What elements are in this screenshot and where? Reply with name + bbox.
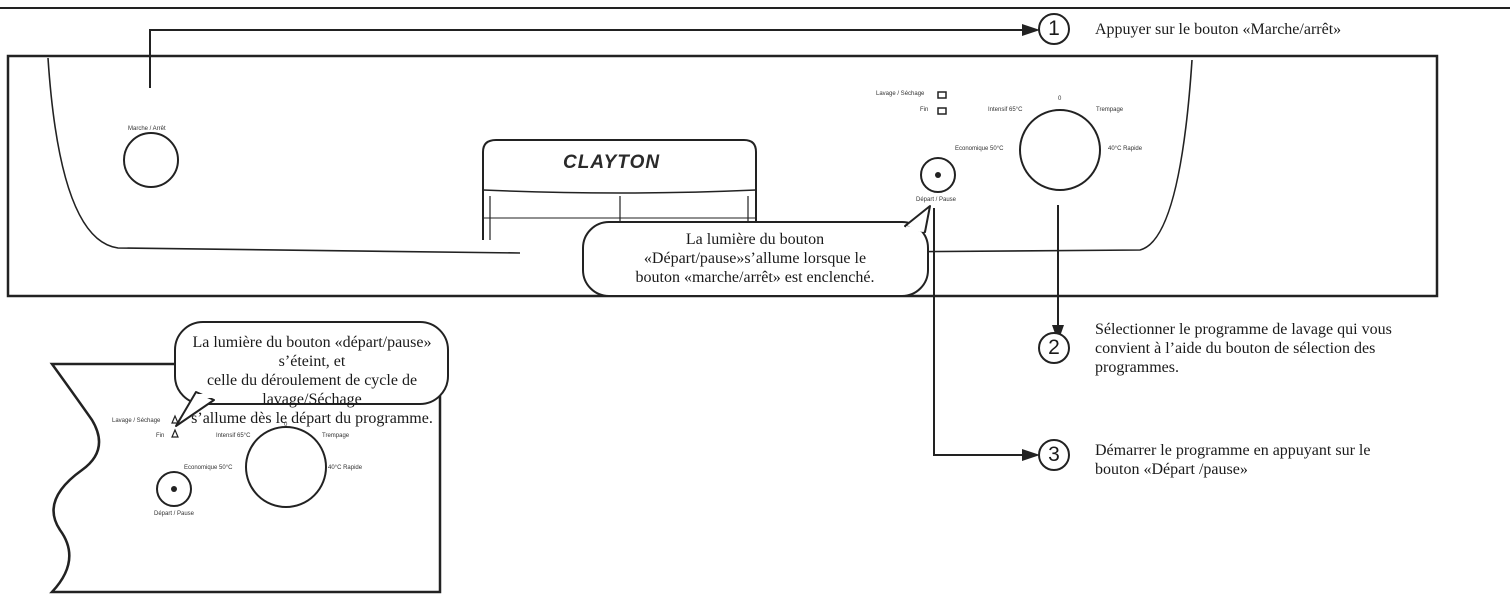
indicator-wash-label: Lavage / Séchage bbox=[876, 91, 925, 97]
program-label-eco: Economique 50°C bbox=[955, 146, 1004, 152]
main-callout-bubble bbox=[582, 221, 929, 297]
program-label-soak: Trempage bbox=[1096, 107, 1124, 113]
program-label-zero: 0 bbox=[1058, 96, 1062, 102]
handle-outline bbox=[482, 139, 757, 240]
inset-callout-text: La lumière du bouton «départ/pause» s’ét… bbox=[191, 334, 433, 427]
inset-indicator-end-label: Fin bbox=[156, 433, 165, 439]
inset-start-pause-drawing bbox=[156, 471, 192, 507]
inset-callout-bubble bbox=[174, 321, 449, 405]
program-label-intensive: Intensif 65°C bbox=[988, 107, 1023, 113]
step-3-circle bbox=[1038, 439, 1070, 471]
power-button-drawing bbox=[123, 132, 179, 188]
step-1-text: Appuyer sur le bouton «Marche/arrêt» bbox=[1095, 21, 1342, 38]
console-curve bbox=[47, 57, 1193, 254]
step-1-number: 1 bbox=[1048, 17, 1060, 40]
start-pause-button-drawing bbox=[920, 157, 956, 193]
step-2-number: 2 bbox=[1048, 336, 1060, 359]
brand-logo: CLAYTON bbox=[563, 152, 661, 173]
program-label-rapid: 40°C Rapide bbox=[1108, 146, 1143, 152]
indicator-lamp-wash bbox=[937, 91, 947, 99]
start-pause-label: Départ / Pause bbox=[916, 197, 957, 203]
inset-program-label-soak: Trempage bbox=[322, 433, 350, 439]
inset-program-selector-drawing bbox=[245, 426, 327, 508]
inset-panel-outline bbox=[49, 362, 442, 594]
indicator-lamp-end bbox=[937, 107, 947, 115]
inset-program-label-zero: 0 bbox=[284, 422, 288, 428]
program-selector-drawing bbox=[1019, 109, 1101, 191]
step-1-circle bbox=[1038, 13, 1070, 45]
inset-start-pause-label: Départ / Pause bbox=[154, 511, 195, 517]
inset-indicator-wash-label: Lavage / Séchage bbox=[112, 418, 161, 424]
inset-program-label-intensive: Intensif 65°C bbox=[216, 433, 251, 439]
inset-program-label-rapid: 40°C Rapide bbox=[328, 465, 363, 471]
step-2-circle bbox=[1038, 332, 1070, 364]
inset-program-label-eco: Economique 50°C bbox=[184, 465, 233, 471]
power-button-label: Marche / Arrêt bbox=[128, 126, 166, 132]
main-callout-text: La lumière du bouton «Départ/pause»s’all… bbox=[635, 231, 875, 286]
step-3-number: 3 bbox=[1048, 443, 1060, 466]
step-2-text: Sélectionner le programme de lavage qui … bbox=[1095, 321, 1392, 376]
step-3-text: Démarrer le programme en appuyant sur le… bbox=[1095, 442, 1371, 478]
handle-edge bbox=[482, 189, 757, 194]
indicator-end-label: Fin bbox=[920, 107, 929, 113]
